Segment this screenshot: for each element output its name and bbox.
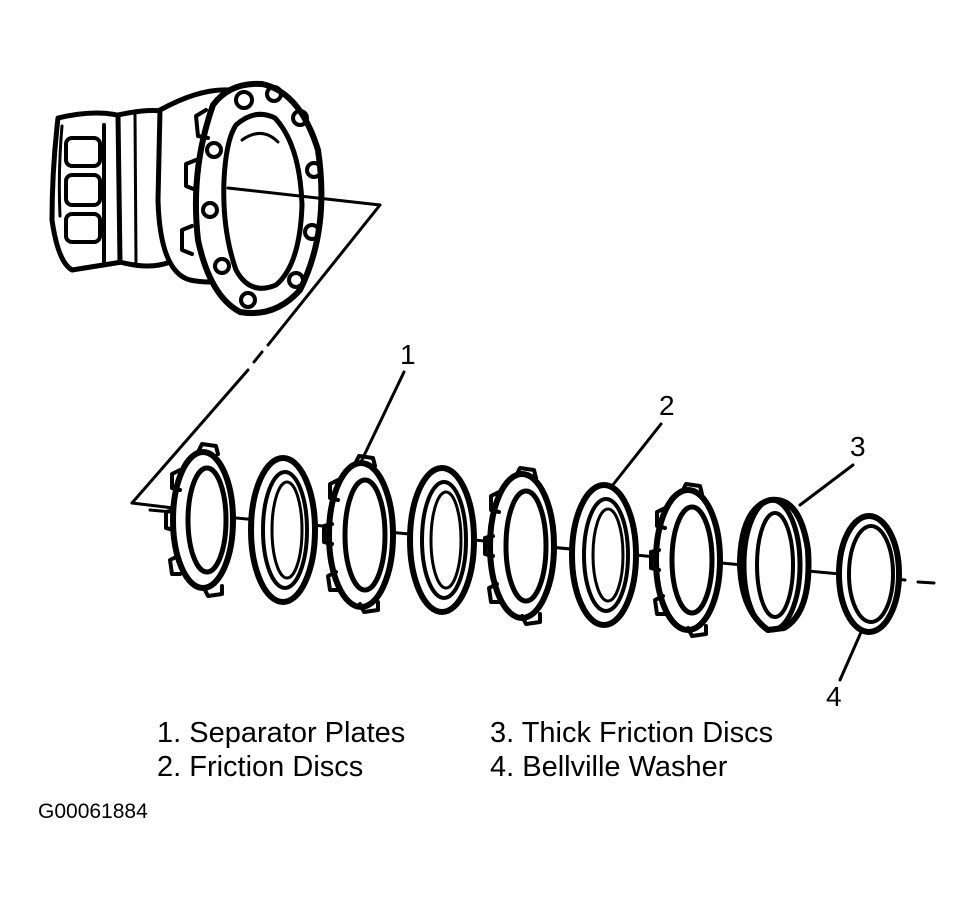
separator-plate-4-drawing <box>649 482 723 638</box>
legend-item-friction-discs: 2. Friction Discs <box>157 751 364 783</box>
legend-left-column: 1. Separator Plates 2. Friction Discs <box>157 716 405 784</box>
separator-plate-1-drawing <box>164 442 236 598</box>
callout-1-label: 1 <box>400 339 416 370</box>
bellville-washer-drawing <box>836 513 902 635</box>
friction-disc-c-drawing <box>569 482 639 628</box>
legend-item-bellville-washer: 4. Bellville Washer <box>490 751 728 783</box>
separator-plate-2-drawing <box>322 454 396 614</box>
callout-2-label: 2 <box>659 390 675 421</box>
friction-disc-b-drawing <box>407 465 477 615</box>
figure-id: G00061884 <box>38 800 148 823</box>
legend-right-column: 3. Thick Friction Discs 4. Bellville Was… <box>490 716 773 784</box>
thick-friction-disc-drawing <box>737 496 812 633</box>
separator-plate-3-drawing <box>483 466 557 626</box>
callout-4-label: 4 <box>826 681 842 712</box>
legend-item-thick-friction-discs: 3. Thick Friction Discs <box>490 717 774 749</box>
clutch-housing-drawing <box>49 80 325 316</box>
callout-3-label: 3 <box>850 431 866 462</box>
friction-disc-a-drawing <box>248 455 318 605</box>
legend-item-separator-plates: 1. Separator Plates <box>157 717 406 749</box>
callout-leaders <box>358 370 864 682</box>
